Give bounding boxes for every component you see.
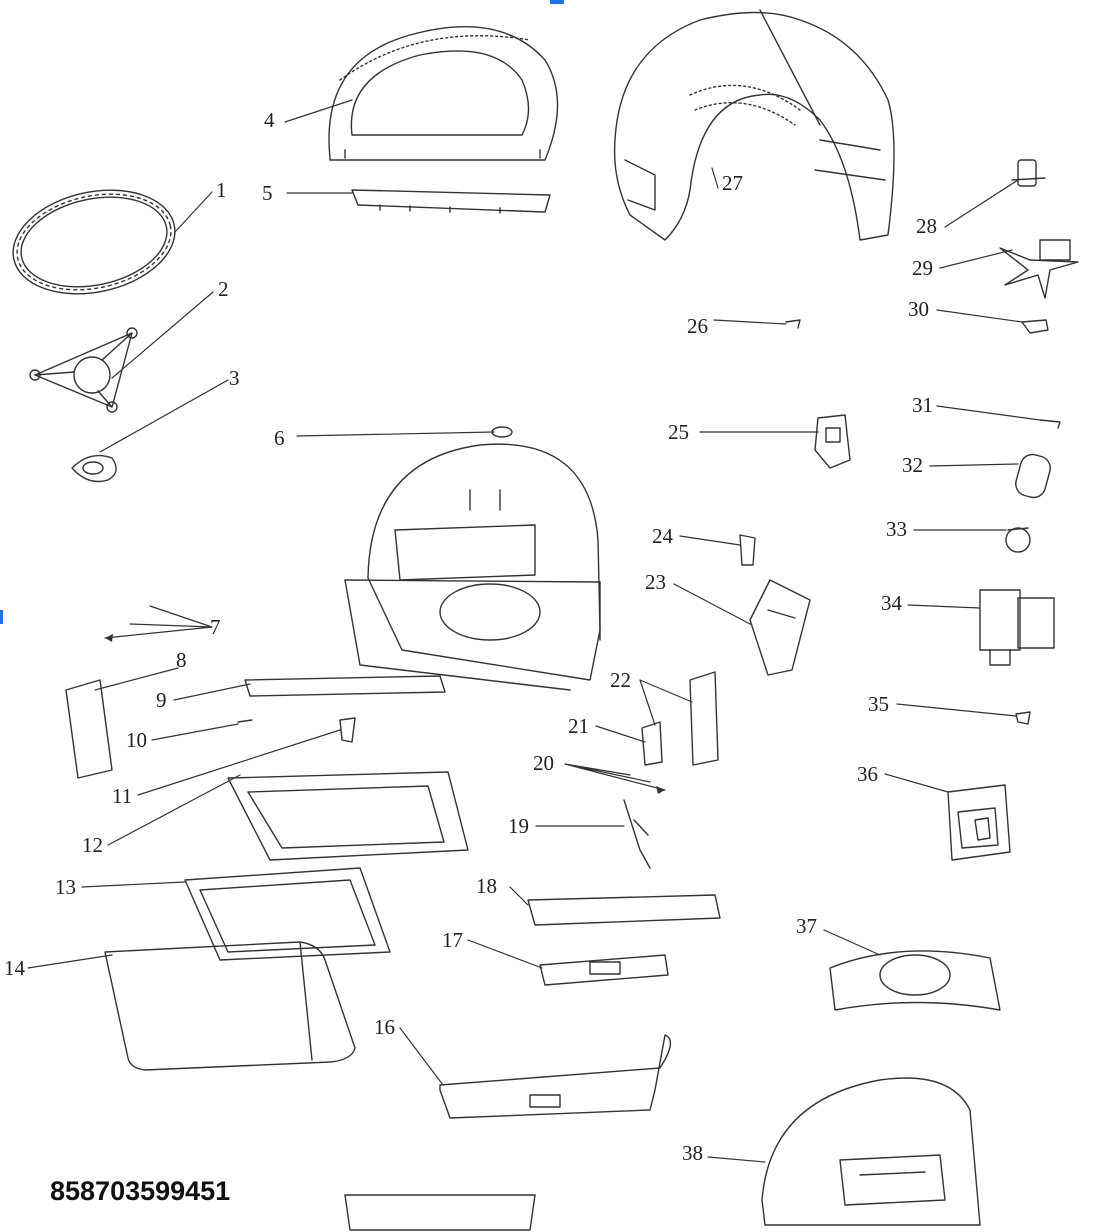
part-bottom <box>344 1194 536 1231</box>
part-10 <box>237 719 253 723</box>
callout-12: 12 <box>82 833 103 857</box>
callout-33: 33 <box>886 517 907 541</box>
callout-17: 17 <box>442 928 463 952</box>
callout-13: 13 <box>55 875 76 899</box>
part-door-glass <box>184 867 391 961</box>
part-outer-cover <box>613 9 895 241</box>
callout-26: 26 <box>687 314 708 338</box>
part-magnetron <box>979 589 1055 666</box>
callout-6: 6 <box>274 426 285 450</box>
callout-18: 18 <box>476 874 497 898</box>
part-door-frame <box>227 771 469 861</box>
part-switch-holder <box>814 414 851 469</box>
part-35 <box>1015 711 1031 725</box>
callout-10: 10 <box>126 728 147 752</box>
part-26 <box>785 319 801 329</box>
part-21 <box>641 721 663 766</box>
part-30 <box>1021 319 1049 334</box>
callout-21: 21 <box>568 714 589 738</box>
callout-4: 4 <box>264 108 275 132</box>
part-turntable-ring <box>12 189 176 295</box>
part-control-panel <box>439 1034 672 1119</box>
callout-32: 32 <box>902 453 923 477</box>
part-33 <box>1005 527 1031 553</box>
callout-7: 7 <box>210 615 221 639</box>
part-front-frame <box>328 26 559 161</box>
part-31 <box>1039 419 1061 429</box>
part-back-cover <box>761 1077 981 1226</box>
callout-8: 8 <box>176 648 187 672</box>
part-17 <box>539 954 669 986</box>
part-19 <box>623 799 651 869</box>
part-coupler <box>71 454 117 483</box>
part-thermostat <box>1011 159 1046 187</box>
callout-24: 24 <box>652 524 673 548</box>
callout-38: 38 <box>682 1141 703 1165</box>
callout-1: 1 <box>216 178 227 202</box>
left-edge-mark <box>0 610 3 624</box>
callout-34: 34 <box>881 591 902 615</box>
callout-29: 29 <box>912 256 933 280</box>
callout-28: 28 <box>916 214 937 238</box>
leader-lines <box>27 99 1041 1163</box>
callout-36: 36 <box>857 762 878 786</box>
callout-11: 11 <box>112 784 133 808</box>
part-capacitor <box>1015 453 1051 499</box>
part-22 <box>689 671 719 766</box>
callout-37: 37 <box>796 914 817 938</box>
callout-23: 23 <box>645 570 666 594</box>
callout-19: 19 <box>508 814 529 838</box>
callout-22: 22 <box>610 668 631 692</box>
part-18 <box>527 894 721 926</box>
callout-2: 2 <box>218 277 229 301</box>
part-strip <box>351 189 551 214</box>
part-bracket <box>829 950 1001 1011</box>
part-door <box>104 941 356 1071</box>
part-24 <box>739 534 756 566</box>
part-lamp <box>491 426 513 438</box>
callout-20: 20 <box>533 751 554 775</box>
part-transformer <box>947 784 1011 861</box>
callout-25: 25 <box>668 420 689 444</box>
part-11 <box>339 717 356 743</box>
callout-27: 27 <box>722 171 743 195</box>
callout-14: 14 <box>4 956 25 980</box>
part-cavity <box>344 443 601 691</box>
part-9 <box>244 675 446 697</box>
callout-5: 5 <box>262 181 273 205</box>
callout-30: 30 <box>908 297 929 321</box>
part-number-code: 858703599451 <box>50 1176 231 1206</box>
callout-31: 31 <box>912 393 933 417</box>
callout-35: 35 <box>868 692 889 716</box>
callout-3: 3 <box>229 366 240 390</box>
top-edge-mark <box>550 0 564 4</box>
callout-9: 9 <box>156 688 167 712</box>
part-fan-motor <box>999 239 1079 299</box>
part-8 <box>65 679 113 779</box>
part-23 <box>749 579 811 676</box>
callout-16: 16 <box>374 1015 395 1039</box>
